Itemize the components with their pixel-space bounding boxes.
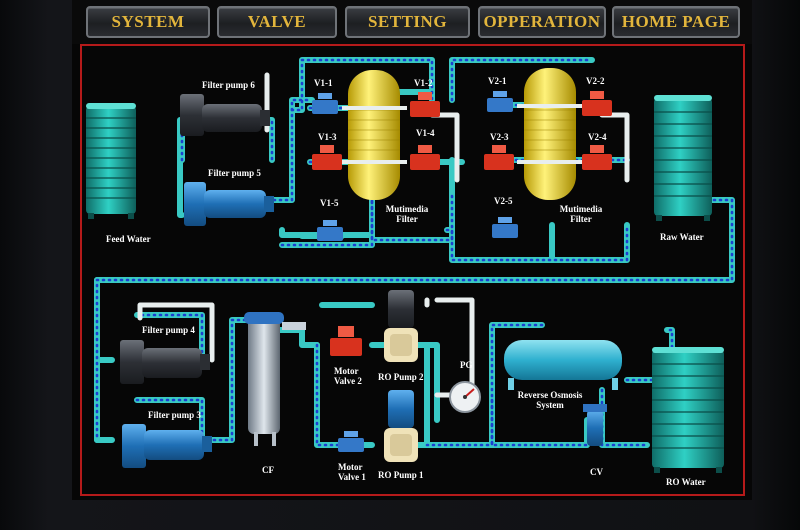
process-diagram-frame bbox=[80, 44, 745, 496]
label-multimedia-filter-1-line2: Filter bbox=[396, 214, 418, 224]
label-filter-pump-5: Filter pump 5 bbox=[208, 168, 261, 178]
process-diagram bbox=[86, 57, 735, 473]
feed-water-tank bbox=[86, 103, 136, 219]
label-ro-system: Reverse Osmosis System bbox=[502, 390, 598, 410]
ro-pump-2[interactable] bbox=[384, 290, 418, 362]
label-motor-valve-1-line1: Motor bbox=[338, 462, 363, 472]
multimedia-filter-1 bbox=[348, 70, 400, 200]
nav-system-button[interactable]: SYSTEM bbox=[86, 6, 210, 38]
reverse-osmosis-unit bbox=[504, 340, 622, 390]
valve-v2-2[interactable] bbox=[582, 91, 612, 116]
label-filter-pump-3: Filter pump 3 bbox=[148, 410, 201, 420]
label-motor-valve-2-line1: Motor bbox=[334, 366, 359, 376]
multimedia-filter-2 bbox=[524, 68, 576, 200]
label-motor-valve-1: Motor Valve 1 bbox=[338, 462, 366, 482]
label-cv: CV bbox=[590, 467, 603, 477]
raw-water-tank bbox=[654, 95, 712, 221]
label-ro-pump-1: RO Pump 1 bbox=[378, 470, 424, 480]
valve-v2-5[interactable] bbox=[492, 217, 518, 238]
label-multimedia-filter-1-line1: Mutimedia bbox=[385, 204, 429, 214]
label-filter-pump-6: Filter pump 6 bbox=[202, 80, 255, 90]
filter-pump-3[interactable] bbox=[122, 424, 212, 468]
label-pg: PG bbox=[460, 360, 473, 370]
label-ro-water: RO Water bbox=[666, 477, 706, 487]
label-raw-water: Raw Water bbox=[660, 232, 704, 242]
label-ro-pump-2: RO Pump 2 bbox=[378, 372, 424, 382]
label-filter-pump-4: Filter pump 4 bbox=[142, 325, 195, 335]
valve-v1-1[interactable] bbox=[312, 93, 338, 114]
label-v1-4: V1-4 bbox=[416, 128, 435, 138]
valve-v2-4[interactable] bbox=[582, 145, 612, 170]
valve-v1-5[interactable] bbox=[317, 220, 343, 241]
label-v1-1: V1-1 bbox=[314, 78, 333, 88]
label-multimedia-filter-1: Mutimedia Filter bbox=[382, 204, 432, 224]
filter-pump-6[interactable] bbox=[180, 94, 270, 136]
ro-water-tank bbox=[652, 347, 724, 473]
label-motor-valve-2-line2: Valve 2 bbox=[334, 376, 362, 386]
ro-pump-1[interactable] bbox=[384, 390, 418, 462]
label-motor-valve-1-line2: Valve 1 bbox=[338, 472, 366, 482]
valve-v2-3[interactable] bbox=[484, 145, 514, 170]
label-motor-valve-2: Motor Valve 2 bbox=[334, 366, 362, 386]
label-cf: CF bbox=[262, 465, 274, 475]
label-v1-5: V1-5 bbox=[320, 198, 339, 208]
check-valve-cv bbox=[583, 404, 607, 446]
valve-v1-2[interactable] bbox=[410, 92, 440, 117]
filter-pump-4[interactable] bbox=[120, 340, 210, 384]
nav-setting-button[interactable]: SETTING bbox=[345, 6, 470, 38]
valve-v2-1[interactable] bbox=[487, 91, 513, 112]
top-nav-bar: SYSTEM VALVE SETTING OPPERATION HOME PAG… bbox=[72, 0, 752, 44]
motor-valve-1[interactable] bbox=[338, 431, 364, 452]
motor-valve-2[interactable] bbox=[330, 326, 362, 356]
label-multimedia-filter-2-line1: Mutimedia bbox=[559, 204, 603, 214]
hmi-screen: SYSTEM VALVE SETTING OPPERATION HOME PAG… bbox=[72, 0, 752, 500]
label-ro-system-line2: System bbox=[536, 400, 564, 410]
label-v1-3: V1-3 bbox=[318, 132, 337, 142]
nav-operation-button[interactable]: OPPERATION bbox=[478, 6, 606, 38]
label-v2-4: V2-4 bbox=[588, 132, 607, 142]
label-feed-water: Feed Water bbox=[106, 234, 151, 244]
label-v2-2: V2-2 bbox=[586, 76, 605, 86]
label-ro-system-line1: Reverse Osmosis bbox=[517, 390, 583, 400]
label-v2-5: V2-5 bbox=[494, 196, 513, 206]
label-v2-3: V2-3 bbox=[490, 132, 509, 142]
cartridge-filter-cf bbox=[244, 312, 306, 446]
valve-v1-4[interactable] bbox=[410, 145, 440, 170]
label-v2-1: V2-1 bbox=[488, 76, 507, 86]
label-multimedia-filter-2: Mutimedia Filter bbox=[556, 204, 606, 224]
nav-home-page-button[interactable]: HOME PAGE bbox=[612, 6, 740, 38]
label-v1-2: V1-2 bbox=[414, 78, 433, 88]
nav-valve-button[interactable]: VALVE bbox=[217, 6, 337, 38]
filter-pump-5[interactable] bbox=[184, 182, 274, 226]
pressure-gauge-pg bbox=[449, 381, 481, 413]
label-multimedia-filter-2-line2: Filter bbox=[570, 214, 592, 224]
valve-v1-3[interactable] bbox=[312, 145, 342, 170]
